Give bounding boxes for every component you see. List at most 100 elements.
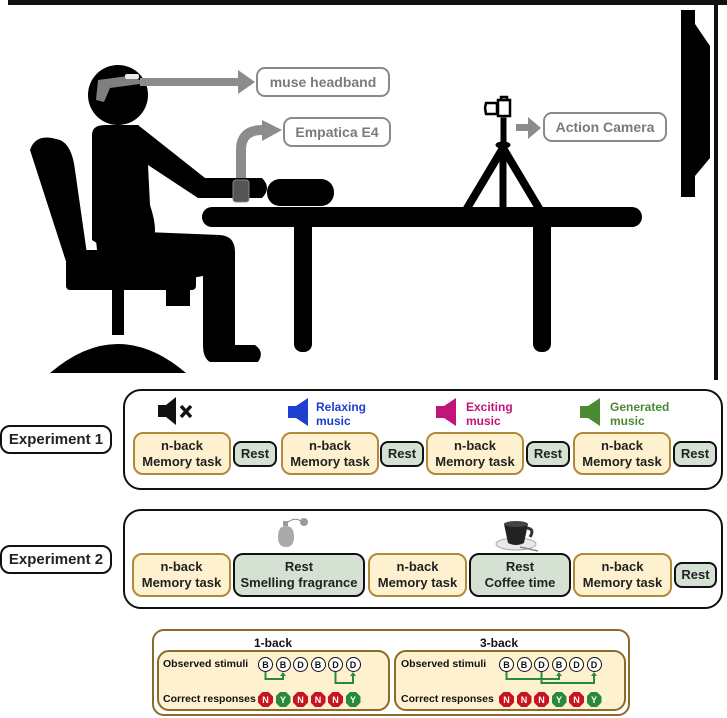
music-label-exciting: Exciting music [466,400,513,428]
rest-coffee-time: Rest Coffee time [469,553,571,597]
task-line-2: Memory task [435,453,515,469]
task-line-1: n-back [454,437,496,453]
keyboard-icon [267,179,334,206]
rest-smelling-fragrance: Rest Smelling fragrance [233,553,365,597]
experiment-setup-scene [8,0,727,380]
response-yes-badge: Y [586,692,602,707]
task-line-2: Memory task [377,575,458,590]
nback-task-e2-2: n-back Memory task [368,553,467,597]
stimulus-circle: D [586,657,602,672]
muse-headband-label: muse headband [256,67,390,97]
rest-line-2: Smelling fragrance [240,575,358,590]
speaker-icon-exciting [436,398,456,426]
correct-responses-label: Correct responses [401,693,494,705]
stimulus-circle: B [258,657,273,672]
arrow-camera [516,117,541,139]
task-line-1: n-back [601,559,644,574]
response-no-badge: N [516,692,532,707]
rest-line-2: Coffee time [484,575,556,590]
correct-responses-label: Correct responses [163,693,256,705]
tripod-icon [462,117,544,213]
nback-title-1-back: 1-back [254,636,293,650]
arrow-muse [140,70,255,94]
response-no-badge: N [258,692,273,707]
music-line-2: music [466,414,501,428]
nback-task-e1-1: n-back Memory task [133,432,231,475]
response-no-badge: N [569,692,584,707]
empatica-watch-icon [232,179,250,203]
task-line-2: Memory task [582,575,663,590]
rest-label: Rest [680,446,710,461]
ceiling-line [8,0,727,5]
task-line-2: Memory task [290,453,370,469]
stimulus-circle: D [345,657,361,672]
speaker-icon-generated [580,398,600,426]
right-wall-line [714,0,718,380]
rest-label: Rest [240,446,270,461]
music-label-relaxing: Relaxing music [316,400,366,428]
response-no-badge: N [534,692,549,707]
nback-task-e2-3: n-back Memory task [573,553,672,597]
nback-task-e1-2: n-back Memory task [281,432,379,475]
experiment-1-label: Experiment 1 [0,425,112,454]
rest-label: Rest [387,446,417,461]
stimulus-circle: B [551,657,567,672]
experiment-2-label: Experiment 2 [0,545,112,574]
empatica-e4-label: Empatica E4 [283,117,391,147]
response-no-badge: N [499,692,514,707]
speaker-muted-icon [158,397,193,425]
music-line-2: music [610,414,645,428]
music-label-generated: Generated music [610,400,669,428]
stimulus-circle: D [569,657,584,672]
muse-headband-icon [96,76,140,102]
stimulus-circle: B [310,657,326,672]
response-yes-badge: Y [551,692,567,707]
task-line-1: n-back [160,559,203,574]
rest-e2-final: Rest [674,562,717,588]
task-line-2: Memory task [142,453,222,469]
task-line-2: Memory task [141,575,222,590]
coffee-cup-icon [495,521,539,552]
music-line-2: music [316,414,351,428]
music-line-1: Relaxing [316,400,367,414]
music-line-1: Exciting [466,400,513,414]
nback-task-e2-1: n-back Memory task [132,553,231,597]
rest-label: Rest [681,567,710,582]
stimulus-circle: B [499,657,514,672]
rest-line-1: Rest [284,559,314,574]
rest-label: Rest [533,446,563,461]
stimulus-circle: D [328,657,343,672]
speaker-icon-relaxing [288,398,308,426]
music-line-1: Generated [610,400,670,414]
monitor-icon [681,10,710,197]
observed-stimuli-label: Observed stimuli [163,658,249,670]
rest-line-1: Rest [505,559,535,574]
stimulus-circle: D [534,657,549,672]
rest-e1-4: Rest [673,441,717,467]
perfume-bottle-icon [278,518,308,547]
response-yes-badge: Y [345,692,361,707]
task-line-2: Memory task [582,453,662,469]
task-line-1: n-back [309,437,351,453]
nback-title-3-back: 3-back [480,636,519,650]
stimulus-circle: B [275,657,291,672]
rest-e1-3: Rest [526,441,570,467]
response-no-badge: N [310,692,326,707]
action-camera-label: Action Camera [543,112,667,142]
nback-task-e1-3: n-back Memory task [426,432,524,475]
action-camera-icon [483,95,512,118]
task-line-1: n-back [396,559,439,574]
response-no-badge: N [293,692,308,707]
table-icon [202,207,642,352]
task-line-1: n-back [161,437,203,453]
stimulus-circle: B [516,657,532,672]
nback-task-e1-4: n-back Memory task [573,432,671,475]
response-yes-badge: Y [275,692,291,707]
task-line-1: n-back [601,437,643,453]
arrow-empatica [236,125,263,178]
response-no-badge: N [328,692,343,707]
rest-e1-2: Rest [380,441,424,467]
observed-stimuli-label: Observed stimuli [401,658,487,670]
stimulus-circle: D [293,657,308,672]
rest-e1-1: Rest [233,441,277,467]
